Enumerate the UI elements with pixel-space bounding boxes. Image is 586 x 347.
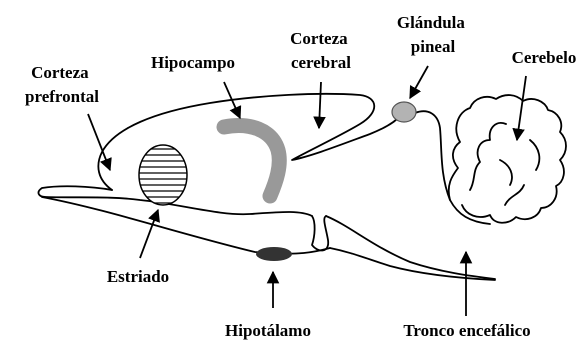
estriado-shape — [130, 145, 200, 205]
ventral-outline — [42, 197, 330, 254]
glandula-pineal-shape — [392, 102, 416, 122]
midbrain-outline — [312, 216, 328, 250]
cerebellum-outline — [449, 95, 566, 223]
label-cerebelo: Cerebelo — [512, 48, 577, 67]
label-hipocampo: Hipocampo — [151, 53, 235, 72]
arrow-corteza-cerebral — [319, 82, 321, 128]
label-tronco-encefalico: Tronco encefálico — [403, 321, 530, 340]
arrow-glandula-pineal — [410, 66, 428, 98]
label-estriado: Estriado — [107, 267, 169, 286]
label-corteza-prefrontal: Corteza prefrontal — [25, 63, 99, 106]
brainstem-outline — [326, 216, 495, 279]
hipotalamo-shape — [256, 247, 292, 261]
pineal-stalk — [415, 111, 490, 224]
hipocampo-shape — [224, 126, 279, 196]
cerebellum-folia — [470, 123, 539, 205]
label-hipotalamo: Hipotálamo — [225, 321, 311, 340]
label-glandula-pineal: Glándula pineal — [397, 13, 469, 56]
arrow-estriado — [140, 210, 158, 258]
arrow-cerebelo — [517, 76, 526, 140]
label-corteza-cerebral: Corteza cerebral — [290, 29, 352, 72]
